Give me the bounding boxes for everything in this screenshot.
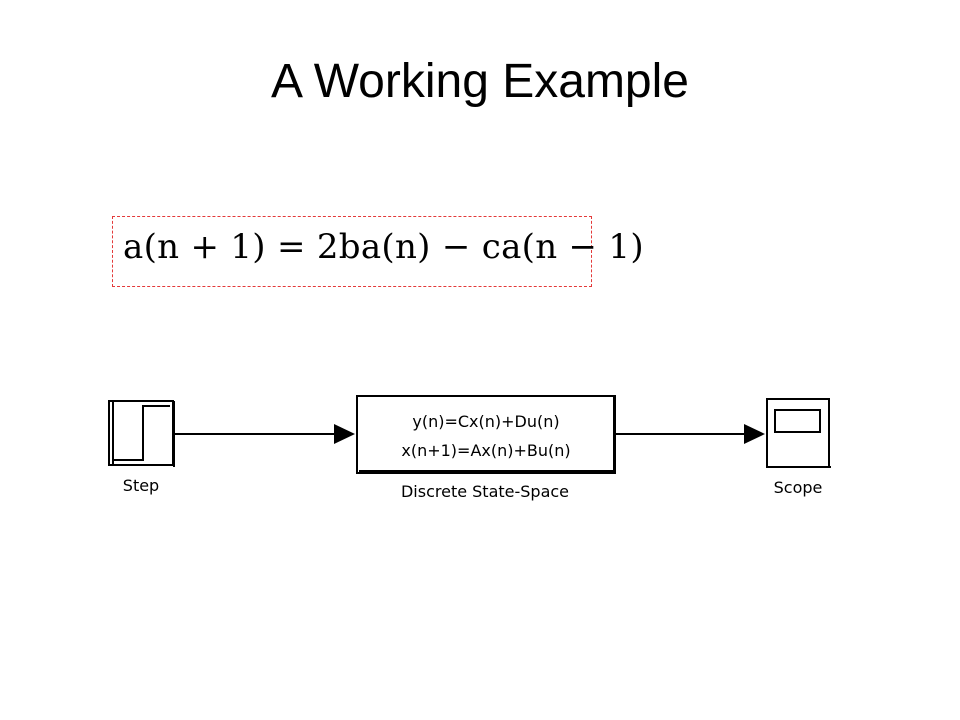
state-space-label: Discrete State-Space <box>401 482 569 501</box>
slide-title: A Working Example <box>271 55 689 108</box>
equation-box[interactable]: a(n + 1) = 2ba(n) − ca(n − 1) <box>112 216 644 287</box>
recurrence-equation: a(n + 1) = 2ba(n) − ca(n − 1) <box>123 227 644 267</box>
arrowhead-icon <box>744 424 765 444</box>
state-space-block[interactable]: y(n)=Cx(n)+Du(n) x(n+1)=Ax(n)+Bu(n) <box>356 395 616 474</box>
scope-label: Scope <box>774 478 823 497</box>
scope-screen-icon <box>774 409 821 433</box>
arrowhead-icon <box>334 424 355 444</box>
step-icon <box>113 405 170 461</box>
state-space-output-equation: y(n)=Cx(n)+Du(n) <box>412 412 559 431</box>
scope-block[interactable] <box>766 398 831 468</box>
step-block[interactable] <box>108 400 175 467</box>
step-label: Step <box>123 476 159 495</box>
state-space-state-equation: x(n+1)=Ax(n)+Bu(n) <box>401 441 570 460</box>
